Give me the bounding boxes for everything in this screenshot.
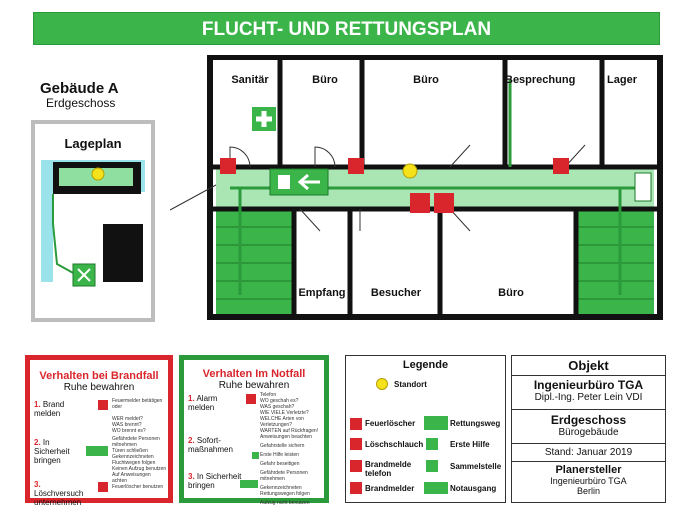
room-sanitaer: Sanitär bbox=[231, 74, 269, 86]
object-company: Ingenieurbüro TGA bbox=[533, 378, 644, 392]
fire-panel-title: Verhalten bei Brandfall bbox=[39, 370, 159, 382]
fire-extinguisher-icon bbox=[98, 482, 108, 492]
object-company-block: Ingenieurbüro TGA Dipl.-Ing. Peter Lein … bbox=[512, 376, 665, 410]
escape-route-icon bbox=[424, 416, 448, 430]
exit-arrow-icon bbox=[240, 480, 258, 488]
emergency-step-3-label: In Sicherheit bringen bbox=[188, 472, 242, 490]
emergency-behavior-panel: Verhalten Im Notfall Ruhe bewahren 1. Al… bbox=[179, 355, 329, 506]
object-planer-city: Berlin bbox=[576, 486, 600, 496]
object-planer-title: Planersteller bbox=[555, 464, 622, 476]
floor-plan bbox=[170, 55, 663, 320]
object-person: Dipl.-Ing. Peter Lein VDI bbox=[534, 392, 643, 403]
emergency-panel-subtitle: Ruhe bewahren bbox=[218, 380, 290, 391]
legend-item-erste-hilfe: Erste Hilfe bbox=[450, 440, 490, 449]
fire-step-3-detail: Feuerlöscher benutzen bbox=[112, 484, 164, 490]
building-floor: Erdgeschoss bbox=[46, 96, 116, 110]
first-aid-icon bbox=[252, 452, 259, 459]
legend-item-sammelstelle: Sammelstelle bbox=[450, 462, 502, 471]
room-lager: Lager bbox=[607, 74, 637, 86]
fire-extinguisher-icon bbox=[350, 418, 362, 430]
site-plan-title: Lageplan bbox=[64, 136, 122, 151]
fire-step-1-num: 1. bbox=[34, 400, 41, 409]
fire-step-3-num: 3. bbox=[34, 480, 41, 489]
phone-icon bbox=[246, 394, 256, 404]
emergency-panel-title: Verhalten Im Notfall bbox=[202, 368, 306, 380]
room-besucher: Besucher bbox=[370, 287, 422, 299]
standort-icon bbox=[376, 378, 388, 390]
object-floor-block: Erdgeschoss Bürogebäude bbox=[512, 410, 665, 444]
room-empfang: Empfang bbox=[298, 287, 346, 299]
fire-phone-icon bbox=[350, 460, 362, 472]
legend-item-notausgang: Notausgang bbox=[450, 484, 497, 493]
first-aid-icon bbox=[426, 438, 438, 450]
room-buero-3: Büro bbox=[498, 287, 524, 299]
room-buero-1: Büro bbox=[312, 74, 338, 86]
legend: Legende Standort Feuerlöscher Löschschla… bbox=[345, 355, 506, 503]
legend-standort: Standort bbox=[394, 380, 427, 389]
fire-alarm-icon bbox=[350, 482, 362, 494]
room-besprechung: Besprechung bbox=[505, 74, 576, 86]
object-floor: Erdgeschoss bbox=[550, 413, 627, 427]
fire-step-3-label: Löschversuch unternehmen bbox=[34, 489, 84, 507]
legend-item-brandmeldetelefon: Brandmelde telefon bbox=[365, 460, 412, 478]
plan-title: FLUCHT- UND RETTUNGSPLAN bbox=[33, 12, 660, 45]
fire-hose-icon bbox=[350, 438, 362, 450]
fire-panel-subtitle: Ruhe bewahren bbox=[63, 382, 135, 393]
emergency-step-1-label: Alarm melden bbox=[188, 394, 218, 412]
legend-title: Legende bbox=[402, 359, 449, 371]
site-plan: Lageplan bbox=[31, 120, 155, 322]
object-title: Objekt bbox=[512, 356, 665, 376]
fire-step-2-num: 2. bbox=[34, 438, 41, 447]
building-name: Gebäude A bbox=[40, 80, 119, 97]
legend-item-loeschschlauch: Löschschlauch bbox=[365, 440, 424, 449]
object-planer-block: Planersteller Ingenieurbüro TGA Berlin bbox=[512, 462, 665, 502]
object-stand: Stand: Januar 2019 bbox=[512, 444, 665, 462]
emergency-exit-icon bbox=[424, 482, 448, 494]
legend-item-rettungsweg: Rettungsweg bbox=[450, 419, 501, 428]
site-plan-drawing bbox=[41, 160, 145, 287]
fire-behavior-panel: Verhalten bei Brandfall Ruhe bewahren 1.… bbox=[25, 355, 173, 507]
fire-step-1-label: Brand melden bbox=[34, 400, 65, 418]
legend-item-feuerloescher: Feuerlöscher bbox=[365, 419, 416, 428]
assembly-point-icon bbox=[426, 460, 438, 472]
room-buero-2: Büro bbox=[413, 74, 439, 86]
phone-icon bbox=[98, 400, 108, 410]
object-info: Objekt Ingenieurbüro TGA Dipl.-Ing. Pete… bbox=[511, 355, 666, 503]
fire-step-2-label: In Sicherheit bringen bbox=[34, 438, 70, 465]
exit-arrow-icon bbox=[86, 446, 108, 456]
legend-item-brandmelder: Brandmelder bbox=[365, 484, 415, 493]
emergency-step-2-label: Sofort-maßnahmen bbox=[188, 436, 233, 454]
object-planer-company: Ingenieurbüro TGA bbox=[550, 476, 627, 486]
object-building-type: Bürogebäude bbox=[558, 427, 619, 438]
